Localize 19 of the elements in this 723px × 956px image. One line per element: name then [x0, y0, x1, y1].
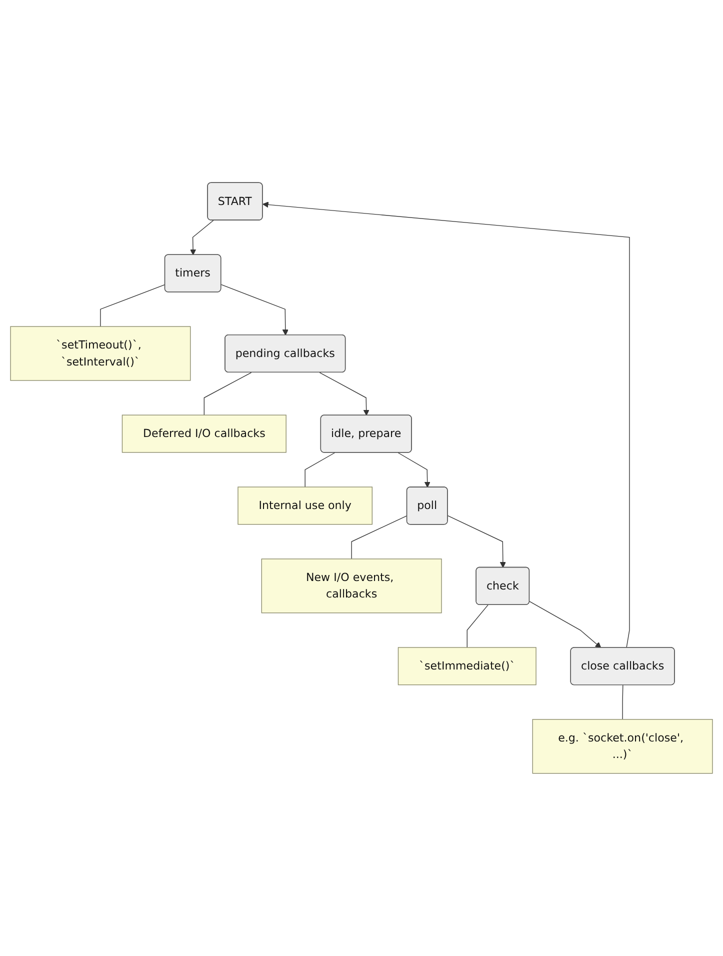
node-box: Internal use only	[238, 486, 373, 525]
node-box: `setTimeout()`, `setInterval()`	[10, 326, 191, 381]
connector	[622, 684, 624, 720]
arrow	[529, 601, 602, 648]
node-box: New I/O events, callbacks	[261, 558, 442, 614]
connector	[204, 372, 252, 416]
connector	[351, 515, 408, 560]
connector	[466, 604, 488, 648]
node-box: `setImmediate()`	[398, 647, 536, 686]
arrow	[447, 515, 506, 568]
connector	[304, 452, 336, 488]
arrow	[262, 202, 630, 648]
node-box: e.g. `socket.on('close', ...)`	[532, 719, 713, 774]
node-box: Deferred I/O callbacks	[122, 414, 286, 453]
arrow	[190, 220, 214, 256]
connector	[100, 284, 166, 327]
arrow	[398, 452, 430, 488]
arrow	[220, 284, 288, 336]
arrow	[319, 372, 370, 416]
